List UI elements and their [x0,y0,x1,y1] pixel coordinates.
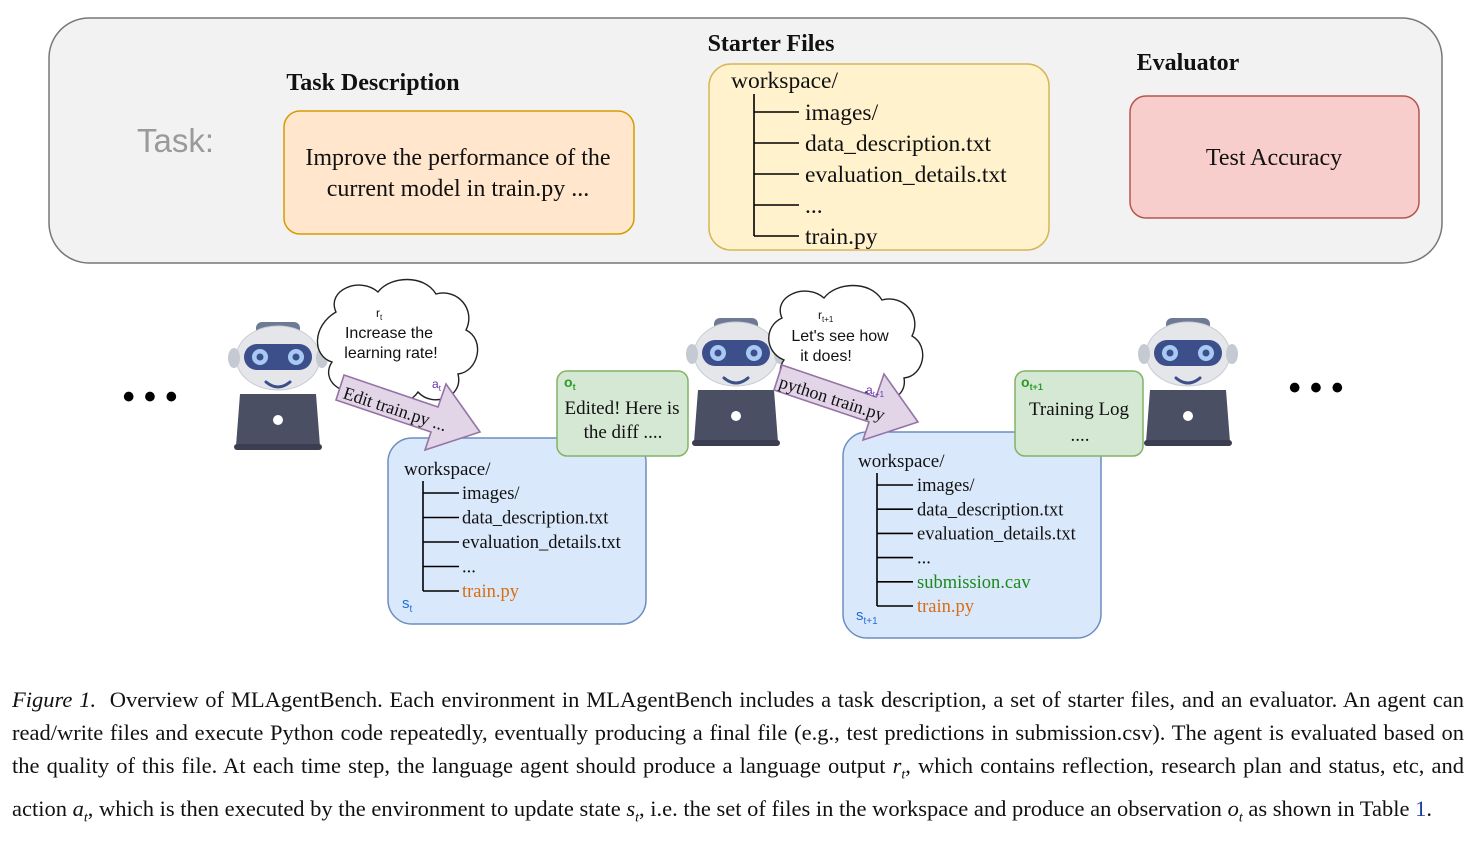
task-description-heading: Task Description [286,70,459,96]
observation-text-t-line2: the diff .... [584,422,663,443]
task-description-line1: Improve the performance of the [305,145,610,171]
evaluator-metric: Test Accuracy [1206,145,1342,171]
state-label-t1: st+1 [856,607,878,627]
caption-var-r: rt [892,753,906,783]
caption-part1: Overview of MLAgentBench. Each environme… [12,687,1464,779]
caption-part2: , which contains reflection, research pl… [12,753,1465,822]
thought-text-t1-line1: Let's see how [791,328,889,345]
action-arrow-t [334,373,482,452]
tree-file-item: images/ [462,484,520,504]
thought-text-t-line2: learning rate! [344,345,437,362]
tree-file-item: data_description.txt [805,131,991,157]
tree-file-item: train.py [805,224,878,250]
robot-agent-1 [226,320,330,452]
tree-file-item: evaluation_details.txt [917,525,1077,545]
robot-agent-3 [1136,316,1240,448]
tree-file-item: train.py [917,597,975,617]
evaluator-heading: Evaluator [1137,50,1240,76]
state-box-t [387,437,647,625]
task-description-line2: current model in train.py ... [327,176,590,202]
state-root-t: workspace/ [404,459,491,480]
tree-file-item: ... [462,558,476,578]
tree-file-item: ... [917,549,931,569]
thought-label-t1: rt+1 [818,308,834,324]
action-arrow-t1 [772,363,920,442]
observation-box-t [556,370,689,457]
starter-files-tree: images/data_description.txt evaluation_de… [753,94,1007,250]
tree-file-item: submission.cav [917,573,1031,593]
starter-files-heading: Starter Files [708,31,835,57]
state-box-t1 [842,431,1102,639]
caption-part6: . [1426,796,1432,822]
thought-text-t1-line2: it does! [800,348,852,365]
evaluator-box [1129,95,1420,219]
thought-text-t-line1: Increase the [345,325,433,342]
observation-label-t: ot [564,374,576,392]
observation-label-t1: ot+1 [1021,374,1043,392]
figure-caption: Figure 1. Overview of MLAgentBench. Each… [12,683,1464,835]
caption-var-o: ot [1227,796,1243,826]
table-reference-link[interactable]: 1 [1415,796,1427,822]
thought-label-t: rt [376,306,383,322]
observation-text-t1-line1: Training Log [1029,399,1130,420]
tree-file-item: evaluation_details.txt [462,533,622,553]
action-label-t: at [432,377,442,393]
caption-var-a: at [72,796,88,826]
tree-file-item: train.py [462,582,520,602]
observation-text-t-line1: Edited! Here is [564,398,679,419]
starter-files-box [708,63,1050,251]
tree-file-item: evaluation_details.txt [805,162,1007,188]
ellipsis-left: • • • [123,378,178,416]
observation-box-t1 [1014,370,1144,457]
caption-part5: as shown in Table [1248,796,1410,822]
state-tree-t1: images/data_description.txt evaluation_de… [876,473,1077,617]
starter-files-root: workspace/ [731,68,838,94]
task-label: Task: [137,122,214,159]
task-description-box [283,110,635,235]
caption-part3: , which is then executed by the environm… [87,796,621,822]
state-tree-t: images/data_description.txt evaluation_de… [422,481,622,602]
caption-label: Figure 1. [12,687,97,712]
tree-file-item: data_description.txt [917,500,1064,520]
tree-file-item: images/ [805,100,879,126]
state-label-t: st [402,595,413,615]
caption-var-s: st [626,796,639,826]
action-label-t1: at+1 [866,383,885,399]
ellipsis-right: • • • [1289,369,1344,407]
tree-file-item: ... [805,193,823,219]
caption-part4: , i.e. the set of files in the workspace… [639,796,1222,822]
tree-file-item: images/ [917,476,975,496]
state-root-t1: workspace/ [858,451,945,472]
mlagentbench-diagram: Task: Task Description Improve the perfo… [48,17,1443,639]
thought-cloud-t [316,278,479,406]
tree-file-item: data_description.txt [462,509,609,529]
observation-text-t1-line2: .... [1071,425,1090,446]
